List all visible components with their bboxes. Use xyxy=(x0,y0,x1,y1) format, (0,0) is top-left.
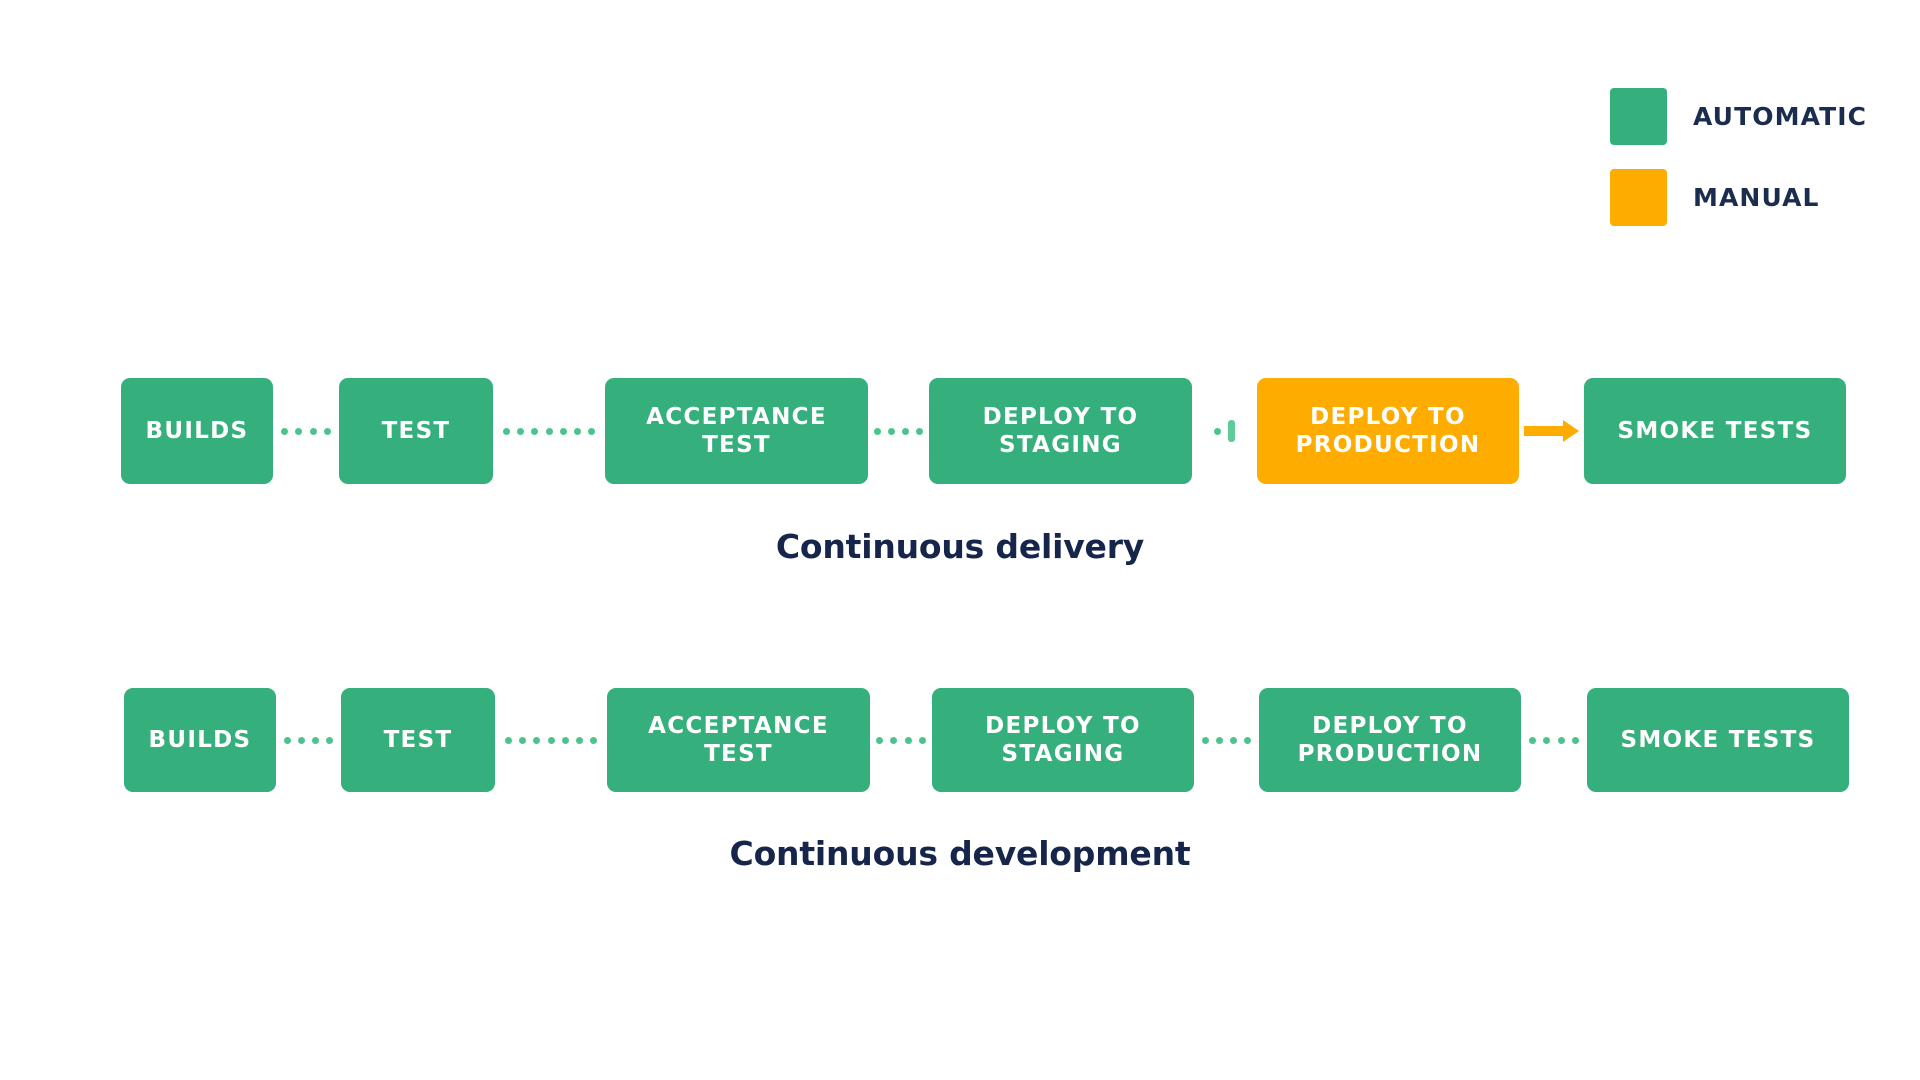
pipeline-stage-label: BUILDS xyxy=(148,726,252,753)
legend-label-automatic: AUTOMATIC xyxy=(1693,102,1868,131)
connector-dot xyxy=(517,427,525,435)
connector-dot xyxy=(575,736,583,744)
pipeline-stage-label: SMOKE TESTS xyxy=(1617,417,1813,444)
legend-item-manual: MANUAL xyxy=(1610,169,1867,226)
connector-dot xyxy=(887,427,895,435)
connector-dot xyxy=(531,427,539,435)
pipeline-caption: Continuous delivery xyxy=(775,527,1145,566)
connector-dot xyxy=(326,736,334,744)
connector-dot xyxy=(902,427,910,435)
connector-dot xyxy=(1244,736,1252,744)
manual-gate-marker xyxy=(1228,420,1236,442)
connector-dot xyxy=(502,427,510,435)
legend-swatch-manual xyxy=(1610,169,1667,226)
connector-dot xyxy=(890,736,898,744)
legend-label-manual: MANUAL xyxy=(1693,183,1820,212)
pipeline-stage[interactable]: TEST xyxy=(341,688,495,792)
connector-dot xyxy=(1230,736,1238,744)
connector-dot xyxy=(1543,736,1551,744)
connector-dot xyxy=(323,427,331,435)
legend-swatch-automatic xyxy=(1610,88,1667,145)
connector-dot xyxy=(588,427,596,435)
connector-dot xyxy=(904,736,912,744)
pipeline-caption: Continuous development xyxy=(729,834,1191,873)
pipeline-stage[interactable]: SMOKE TESTS xyxy=(1584,378,1846,484)
pipeline-stage-label: TEST xyxy=(381,417,451,444)
connector-dot xyxy=(573,427,581,435)
pipeline-stage-label: SMOKE TESTS xyxy=(1620,726,1816,753)
connector-dot xyxy=(590,736,598,744)
dotted-connector xyxy=(273,424,339,438)
connector-dot xyxy=(1213,427,1221,435)
pipeline-stage[interactable]: BUILDS xyxy=(124,688,276,792)
dotted-connector xyxy=(1192,420,1257,442)
dotted-connector xyxy=(868,424,929,438)
arrow-head-icon xyxy=(1563,420,1579,442)
connector-dot xyxy=(297,736,305,744)
arrow-shaft xyxy=(1524,426,1563,436)
dotted-connector xyxy=(493,424,605,438)
connector-dot xyxy=(519,736,527,744)
connector-dot xyxy=(545,427,553,435)
connector-dot xyxy=(876,736,884,744)
connector-dot xyxy=(283,736,291,744)
connector-dot xyxy=(1529,736,1537,744)
connector-dot xyxy=(281,427,289,435)
dotted-connector xyxy=(1521,733,1587,747)
legend: AUTOMATIC MANUAL xyxy=(1610,88,1867,250)
connector-dot xyxy=(1557,736,1565,744)
connector-dot xyxy=(1215,736,1223,744)
legend-item-automatic: AUTOMATIC xyxy=(1610,88,1867,145)
pipeline-stage-label: BUILDS xyxy=(145,417,249,444)
connector-dot xyxy=(504,736,512,744)
pipeline-stage[interactable]: BUILDS xyxy=(121,378,273,484)
connector-dot xyxy=(295,427,303,435)
connector-dot xyxy=(547,736,555,744)
connector-dot xyxy=(309,427,317,435)
pipeline-stage[interactable]: SMOKE TESTS xyxy=(1587,688,1849,792)
connector-dot xyxy=(918,736,926,744)
connector-dot xyxy=(873,427,881,435)
connector-dot xyxy=(1201,736,1209,744)
connector-dot xyxy=(1571,736,1579,744)
connector-dot xyxy=(559,427,567,435)
dotted-connector xyxy=(276,733,341,747)
connector-dot xyxy=(533,736,541,744)
connector-dot xyxy=(916,427,924,435)
dotted-connector xyxy=(870,733,932,747)
pipeline-stage[interactable]: TEST xyxy=(339,378,493,484)
connector-dot xyxy=(561,736,569,744)
dotted-connector xyxy=(495,733,607,747)
connector-dot xyxy=(312,736,320,744)
pipeline-stage-label: TEST xyxy=(383,726,453,753)
dotted-connector xyxy=(1194,733,1259,747)
manual-trigger-arrow xyxy=(1524,420,1579,442)
